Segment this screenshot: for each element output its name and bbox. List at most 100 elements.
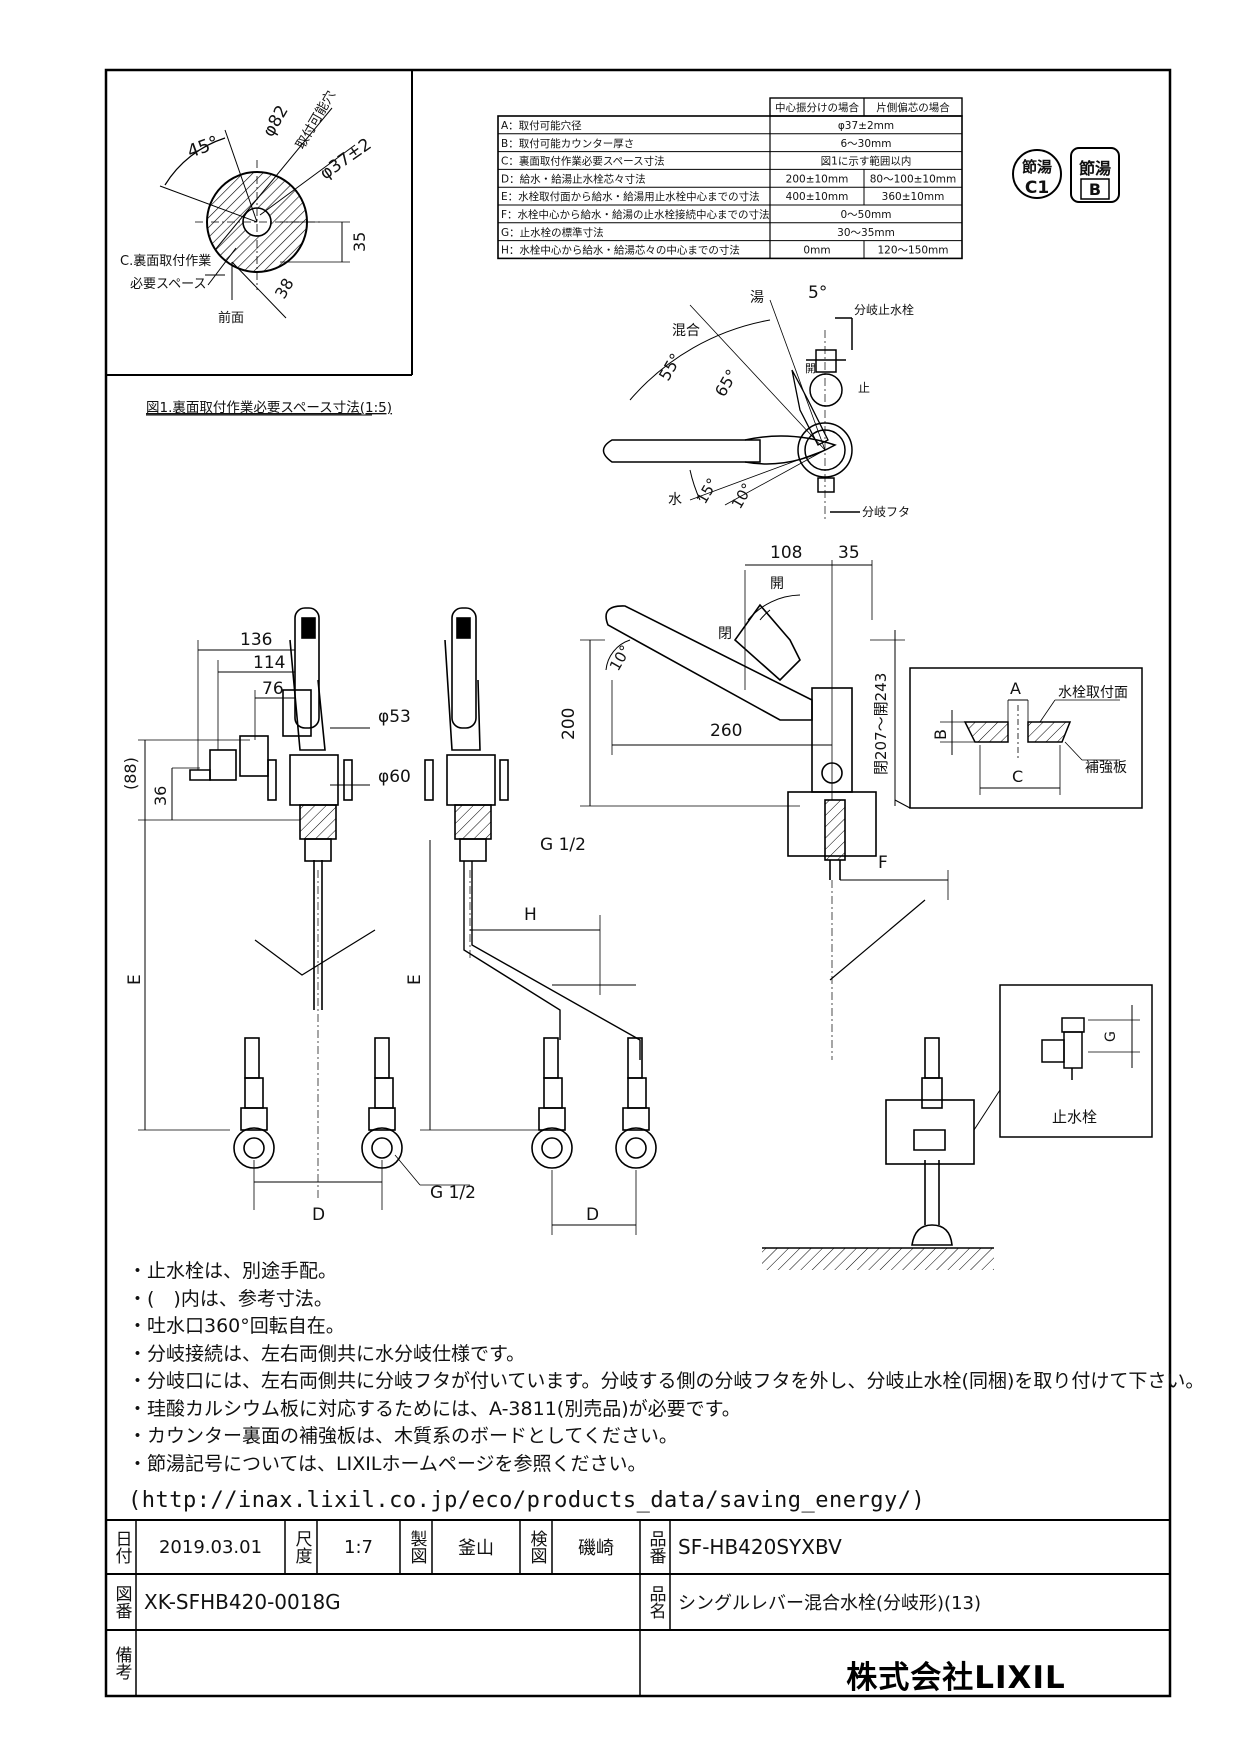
detail-counter xyxy=(894,667,1143,809)
title-block: 日付 2019.03.01 尺度 1:7 製図 釜山 検図 磯崎 品番 SF-H… xyxy=(106,1520,1170,1696)
note-item: ・珪酸カルシウム板に対応するためには、A-3811(別売品)が必要です。 xyxy=(128,1397,741,1420)
fig1-dia-outer: φ82 xyxy=(259,102,293,140)
right-d260: 260 xyxy=(710,721,742,741)
part-no-value: SF-HB420SYXBV xyxy=(678,1535,842,1559)
drawing-no-value: XK-SFHB420-0018G xyxy=(144,1590,341,1614)
fig1-hole-label: 取付可能穴 xyxy=(293,88,338,152)
note-item: ・止水栓は、別途手配。 xyxy=(128,1260,338,1282)
top-angle-15: 15° xyxy=(693,475,722,507)
right-d35: 35 xyxy=(838,543,860,563)
front-g12b: G 1/2 xyxy=(430,1183,476,1203)
top-angle-5: 5° xyxy=(808,283,827,303)
fig1-dim-35: 35 xyxy=(350,232,369,252)
detail-c: C xyxy=(1012,767,1023,786)
spec-header: 片側偏芯の場合 xyxy=(876,101,950,114)
date-label-text: 日付 xyxy=(111,1530,132,1564)
front-d136: 136 xyxy=(240,630,272,650)
spec-row-value: φ37±2mm xyxy=(838,120,894,132)
right-d200: 200 xyxy=(559,708,579,740)
check-value: 磯崎 xyxy=(578,1538,614,1559)
scale-value: 1:7 xyxy=(344,1536,373,1558)
detail-surface: 水栓取付面 xyxy=(1058,685,1128,701)
detail-b: B xyxy=(931,729,950,740)
top-open: 開 xyxy=(805,362,816,375)
note-item: ・カウンター裏面の補強板は、木質系のボードとしてください。 xyxy=(128,1425,678,1447)
name-value: シングルレバー混合水栓(分岐形)(13) xyxy=(678,1593,981,1614)
badge2-bottom: B xyxy=(1089,180,1101,199)
right-d243: 閉207～開243 xyxy=(872,673,890,775)
fig1-front-label: 前面 xyxy=(218,310,244,326)
detail-a: A xyxy=(1010,679,1021,698)
spec-row-value: 30～35mm xyxy=(837,227,895,239)
top-water: 水 xyxy=(668,492,682,508)
drawing-no-label-text: 図番 xyxy=(111,1585,132,1619)
drawn-label-text: 製図 xyxy=(406,1530,427,1564)
front-d76: 76 xyxy=(262,679,284,699)
side-view xyxy=(420,607,657,1235)
note-item: ・( )内は、参考寸法。 xyxy=(128,1287,333,1310)
spec-row-value-offset: 120～150mm xyxy=(877,245,948,257)
note-item: ・節湯記号については、LIXILホームページを参照ください。 xyxy=(128,1452,647,1475)
figure-1: 45° φ82 取付可能穴 φ37±2 35 38 C.裏面取付作業 必要スペー… xyxy=(106,70,413,376)
badge1-bottom: C1 xyxy=(1025,178,1049,198)
top-mix: 混合 xyxy=(672,323,700,339)
spec-row-value: 0～50mm xyxy=(841,209,892,221)
front-d114: 114 xyxy=(253,653,285,673)
front-view xyxy=(138,607,470,1210)
top-angle-65: 65° xyxy=(711,366,742,400)
fig1-space-label-2: 必要スペース xyxy=(130,277,206,292)
spec-row-label: F：水栓中心から給水・給湯の止水栓接続中心までの寸法 xyxy=(501,208,770,221)
spec-row-label: B：取付可能カウンター厚さ xyxy=(501,137,634,150)
badge2-top: 節湯 xyxy=(1078,159,1111,178)
right-d108: 108 xyxy=(770,543,802,563)
front-d88: (88) xyxy=(121,757,140,790)
front-d36: 36 xyxy=(151,786,170,806)
side-d: D xyxy=(586,1205,599,1225)
right-open: 開 xyxy=(770,576,784,592)
check-label: 検図 xyxy=(520,1520,552,1574)
side-e: E xyxy=(405,974,425,985)
front-d: D xyxy=(312,1205,325,1225)
right-angle-10: 10° xyxy=(606,642,635,674)
part-no-label-text: 品番 xyxy=(645,1530,666,1564)
front-e: E xyxy=(125,974,145,985)
spec-row-label: G：止水栓の標準寸法 xyxy=(501,226,604,239)
spec-row-label: D：給水・給湯止水栓芯々寸法 xyxy=(501,172,646,185)
fig1-caption: 図1.裏面取付作業必要スペース寸法(1:5) xyxy=(146,400,392,416)
remarks-label: 備考 xyxy=(106,1630,136,1696)
spec-row-value-center: 400±10mm xyxy=(786,191,849,203)
water-saving-badges: 節湯 C1 節湯 B xyxy=(1012,147,1120,203)
company-name: 株式会社LIXIL xyxy=(846,1660,1066,1696)
scale-label: 尺度 xyxy=(285,1520,317,1574)
top-view xyxy=(602,299,860,520)
spec-row-value-center: 200±10mm xyxy=(786,173,849,185)
note-item: ・分岐口には、左右両側共に分岐フタが付いています。分岐する側の分岐フタを外し、分… xyxy=(128,1370,1205,1392)
note-item: ・吐水口360°回転自在。 xyxy=(128,1315,345,1337)
name-label: 品名 xyxy=(640,1574,670,1630)
detail-plate: 補強板 xyxy=(1085,760,1127,776)
right-close: 閉 xyxy=(718,626,732,642)
badge1-top: 節湯 xyxy=(1022,158,1052,176)
title-block-grid xyxy=(106,1519,1170,1696)
spec-row-value-center: 0mm xyxy=(803,245,830,257)
side-h: H xyxy=(524,905,537,925)
top-stop: 止 xyxy=(858,381,870,395)
front-d53: φ53 xyxy=(378,707,411,727)
top-branch-valve: 分岐止水栓 xyxy=(854,302,914,317)
drawn-label: 製図 xyxy=(400,1520,432,1574)
fig1-dia-hole: φ37±2 xyxy=(316,134,375,184)
check-label-text: 検図 xyxy=(526,1530,547,1564)
fig1-dim-38: 38 xyxy=(271,275,298,302)
name-label-text: 品名 xyxy=(645,1585,666,1619)
right-view xyxy=(580,560,994,1270)
spec-header: 中心振分けの場合 xyxy=(775,101,859,114)
drawing-no-label: 図番 xyxy=(106,1574,136,1630)
spec-row-label: H：水栓中心から給水・給湯芯々の中心までの寸法 xyxy=(501,244,740,257)
spec-row-value-offset: 80～100±10mm xyxy=(870,173,957,185)
date-label: 日付 xyxy=(106,1520,136,1574)
spec-row-value: 6～30mm xyxy=(841,138,892,150)
front-d60: φ60 xyxy=(378,767,411,787)
right-f: F xyxy=(878,853,888,873)
